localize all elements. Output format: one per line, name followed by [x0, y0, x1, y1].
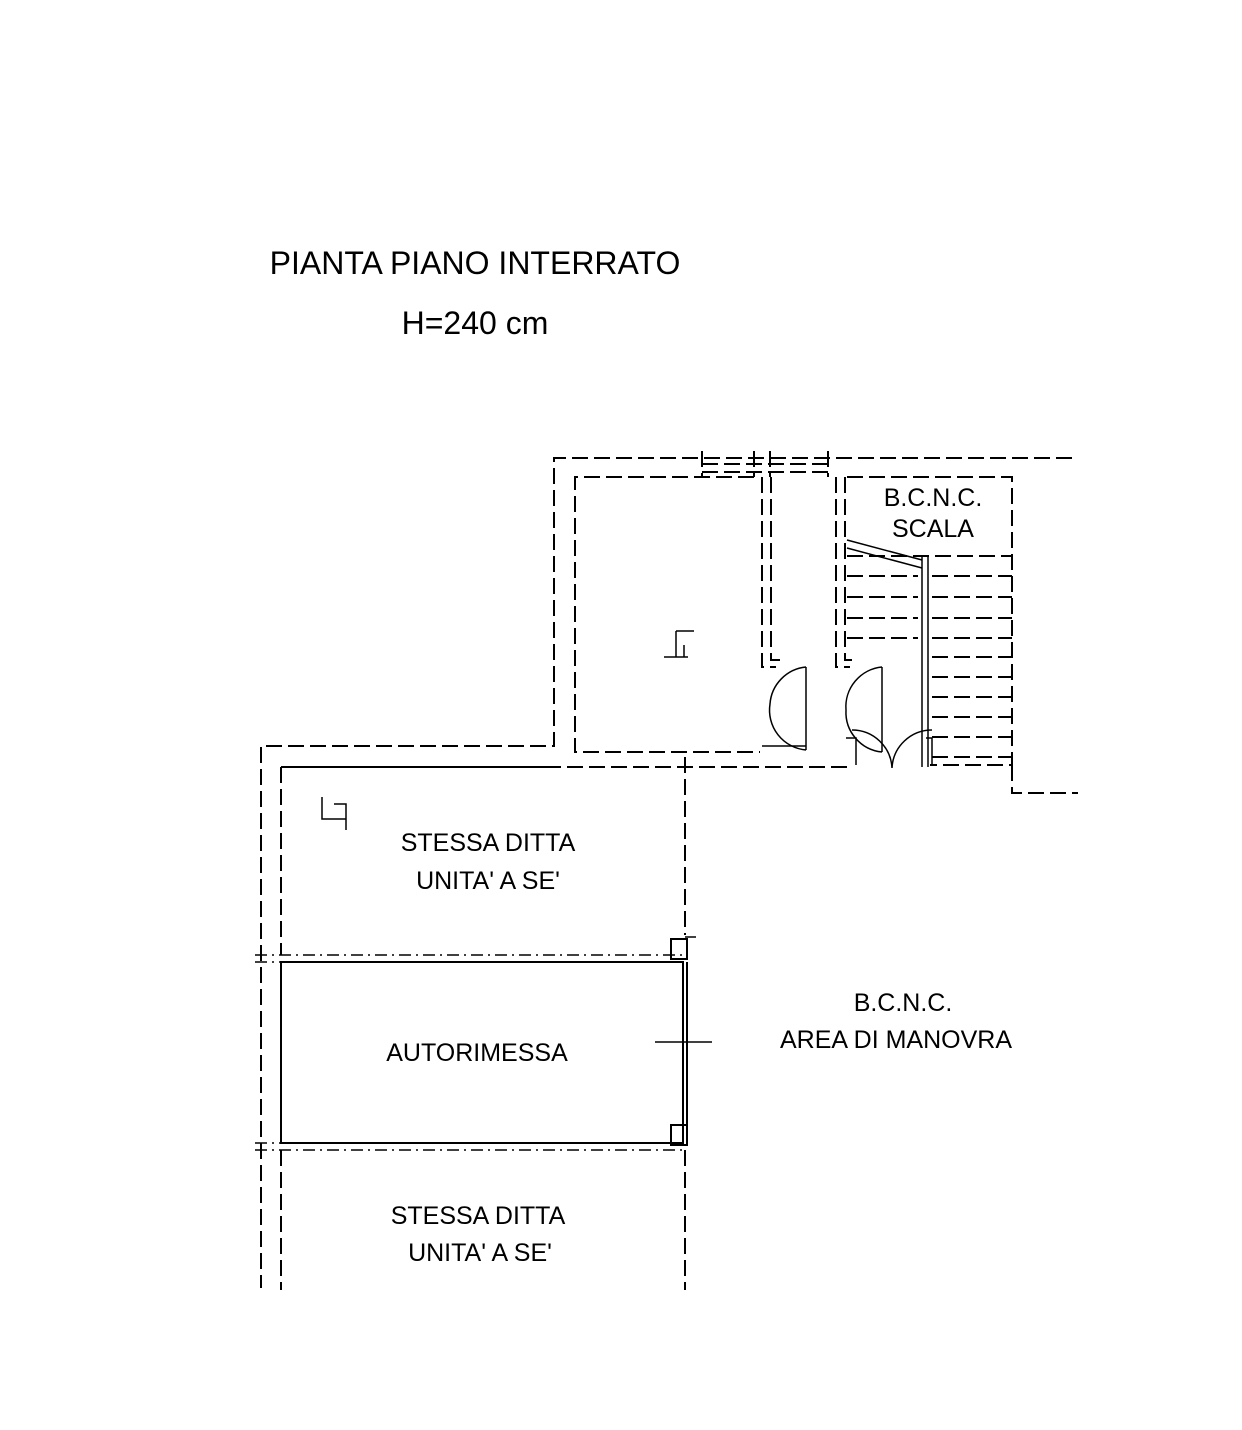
corridor-wall-right-a — [835, 477, 850, 668]
corridor-wall-left-a — [761, 477, 776, 668]
door-jamb-marks — [762, 737, 933, 765]
pipe-symbol-upper — [664, 630, 694, 658]
corridor-wall-left-b — [770, 477, 782, 661]
doors — [762, 666, 933, 769]
stessa-ditta-top-label-2: UNITA' A SE' — [416, 867, 560, 895]
stair-room-wall — [847, 476, 1013, 766]
stessa-ditta-bottom-label-2: UNITA' A SE' — [408, 1239, 552, 1267]
garage-separator-top — [255, 954, 685, 963]
top-wall-ticks — [701, 451, 829, 477]
area-manovra-label-2: AREA DI MANOVRA — [780, 1026, 1012, 1054]
upper-block-walls — [260, 451, 1078, 1288]
area-manovra-label-1: B.C.N.C. — [854, 989, 953, 1017]
door-swing-corridor-left — [768, 666, 807, 751]
garage-pillar-top — [670, 938, 688, 960]
autorimessa-room — [280, 961, 684, 1144]
stair-steps — [846, 539, 1012, 767]
stair-tread-right — [932, 575, 1012, 758]
stair-exit-wall — [1011, 765, 1078, 794]
left-room-inner-wall — [574, 476, 760, 753]
lower-block-walls — [255, 757, 712, 1290]
stair-diagonal-a — [846, 539, 923, 561]
stessa-ditta-bottom-label-1: STESSA DITTA — [391, 1202, 566, 1230]
upper-outer-wall — [260, 457, 1072, 1288]
garage-pillar-bottom — [670, 1124, 688, 1146]
stair-tread-left — [847, 575, 918, 639]
door-swing-corridor-right — [845, 666, 883, 753]
bcnc-scala-label-1: B.C.N.C. — [884, 484, 983, 512]
height-note: H=240 cm — [402, 305, 549, 341]
plan-title: PIANTA PIANO INTERRATO — [270, 245, 681, 281]
stair-diagonal-b — [846, 547, 923, 569]
bcnc-scala-label-2: SCALA — [892, 515, 974, 543]
autorimessa-label: AUTORIMESSA — [386, 1039, 568, 1067]
corridor-wall-right-b — [844, 477, 852, 661]
pipe-symbol-lower — [321, 797, 347, 830]
door-swing-stair — [851, 729, 933, 769]
garage-separator-bottom — [255, 1142, 685, 1151]
stessa-ditta-top-label-1: STESSA DITTA — [401, 829, 576, 857]
